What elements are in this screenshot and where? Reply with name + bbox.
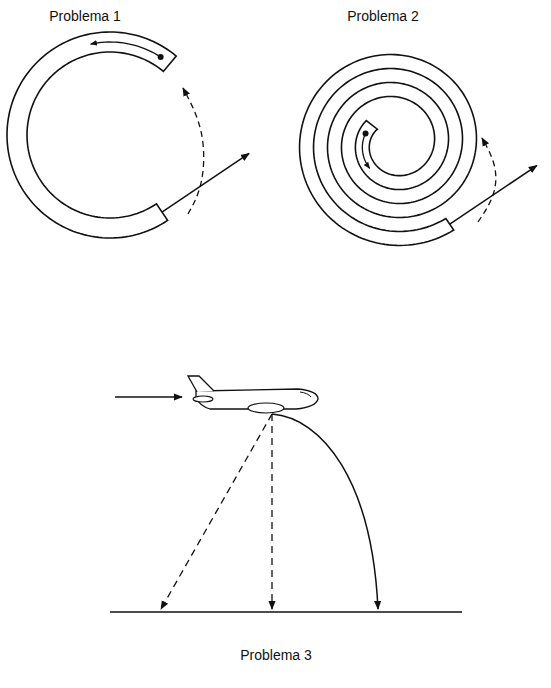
figure-caption: Problema 2: [345, 8, 421, 24]
motion-arrow: [362, 133, 369, 168]
velocity-arrow: [115, 396, 182, 397]
airplane-figure: [110, 376, 462, 612]
figure-caption: Problema 1: [47, 8, 123, 24]
motion-arrow: [91, 42, 161, 57]
dashed-trajectory: [271, 414, 272, 609]
figure-caption: Problema 3: [238, 647, 314, 663]
spiral-tube: [300, 55, 477, 246]
ground-line: [110, 611, 462, 612]
dashed-trajectory: [161, 414, 272, 609]
particle-dot: [158, 54, 164, 60]
spiral-tube-figure: [300, 55, 537, 246]
c-tube-figure: [7, 32, 249, 238]
dashed-path-arrow: [478, 138, 496, 222]
exit-velocity-arrow: [162, 153, 249, 212]
tail-fin: [188, 376, 214, 392]
c-tube: [7, 32, 176, 238]
parabolic-trajectory: [272, 414, 378, 609]
wing: [248, 403, 284, 413]
dashed-path-arrow: [183, 88, 204, 214]
stabilizer: [193, 396, 213, 402]
cockpit: [300, 392, 311, 397]
